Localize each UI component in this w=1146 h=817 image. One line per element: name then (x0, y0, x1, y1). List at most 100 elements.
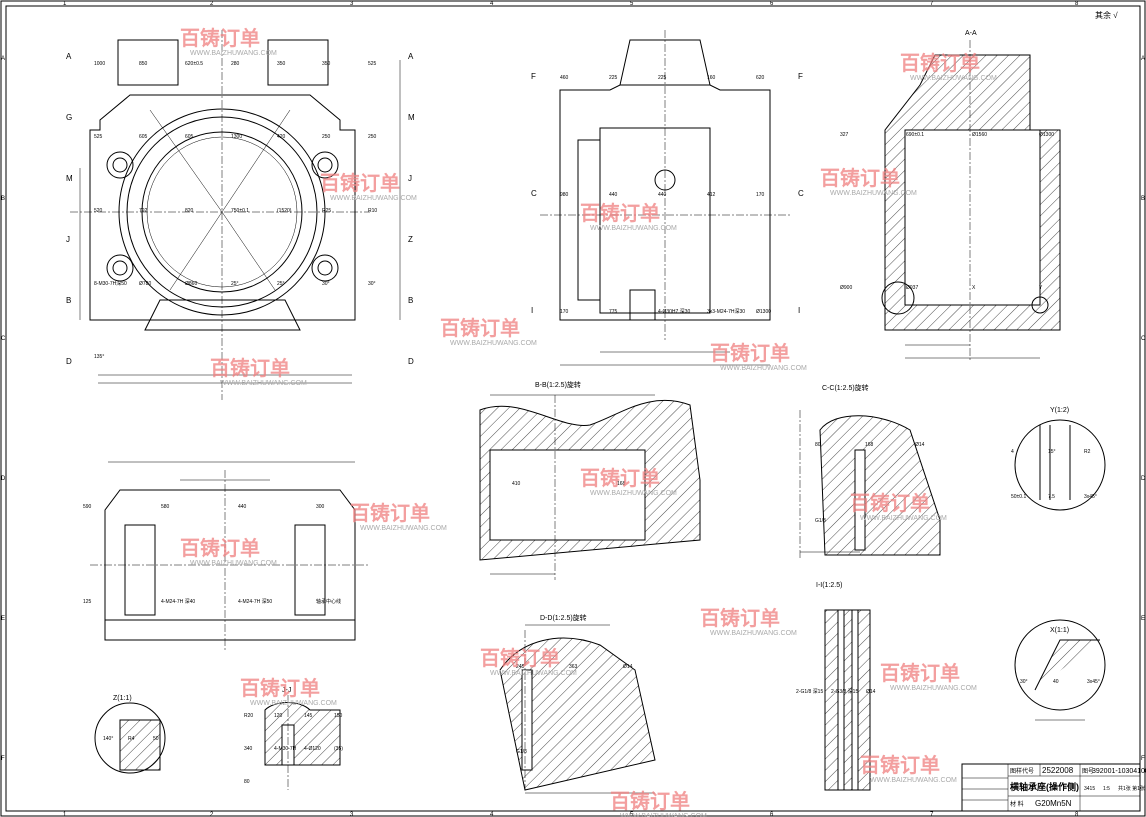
dimension-label: 225 (609, 75, 618, 81)
zone-row-label: D (1, 476, 6, 482)
dimension-label: 30° (322, 281, 330, 287)
dimension-label: G1/8 (516, 749, 527, 755)
section-mark: C (531, 189, 537, 198)
section-ii-title: I-I(1:2.5) (816, 582, 842, 589)
dimension-label: 168 (617, 481, 626, 487)
dimension-label: 80 (244, 779, 250, 785)
zone-row-label: F (1141, 756, 1145, 762)
zone-column-label: 8 (1075, 812, 1079, 817)
watermark-logo: 百铸订单 (580, 466, 660, 490)
section-mark: J (66, 235, 70, 244)
zone-row-label: E (1, 616, 5, 622)
zone-row-label: A (1141, 56, 1145, 62)
drawing-code: 2522008 (1042, 766, 1074, 775)
watermark-url: WWW.BAIZHUWANG.COM (710, 630, 797, 637)
dimension-label: 792 (139, 208, 148, 214)
watermark-url: WWW.BAIZHUWANG.COM (870, 777, 957, 784)
dimension-label: 363 (569, 664, 578, 670)
dimension-label: 3x45° (1087, 679, 1100, 685)
watermark-url: WWW.BAIZHUWANG.COM (890, 685, 977, 692)
dimension-label: 4-Ø30H7 深30 (658, 308, 690, 315)
watermark-logo: 百铸订单 (240, 676, 320, 700)
dimension-label: 145 (304, 713, 313, 719)
dimension-label: 4-Ø120 (304, 746, 321, 752)
dimension-label: 300 (316, 504, 325, 510)
dimension-label: 168 (865, 442, 874, 448)
section-mark: G (66, 113, 72, 122)
dimension-label: 605 (139, 134, 148, 140)
dimension-label: 7.5 (1048, 494, 1055, 500)
dimension-label: Ø1300 (1039, 132, 1054, 138)
section-aa-title: A-A (965, 30, 977, 37)
section-mark: F (531, 72, 536, 81)
watermark-logo: 百铸订单 (710, 341, 790, 365)
zone-column-label: 4 (490, 812, 494, 817)
dimension-label: 250 (368, 134, 377, 140)
detail-z (94, 702, 166, 774)
side-view (540, 30, 790, 366)
dimension-label: 40 (1053, 679, 1059, 685)
zone-column-label: 3 (350, 812, 354, 817)
dimension-label: 525 (368, 61, 377, 67)
roughness-note: 其余 √ (1095, 10, 1118, 20)
zone-row-label: B (1141, 196, 1145, 202)
watermark-logo: 百铸订单 (480, 646, 560, 670)
zone-column-label: 7 (930, 812, 934, 817)
dimension-label: G1/8 (815, 518, 826, 524)
dimension-label: 412 (707, 192, 716, 198)
section-mark: I (531, 306, 533, 315)
section-bb-title: B-B(1:2.5)旋转 (535, 380, 581, 389)
section-mark: D (66, 357, 72, 366)
dimension-label: 440 (658, 192, 667, 198)
dimension-label: 980 (560, 192, 569, 198)
dimension-label: Ø14 (866, 689, 876, 695)
dimension-label: 520 (94, 208, 103, 214)
watermark-logo: 百铸订单 (900, 51, 980, 75)
zone-row-label: A (1, 56, 5, 62)
zone-column-label: 2 (210, 1, 214, 7)
dimension-label: R20 (244, 713, 253, 719)
dimension-label: Ø860 (185, 281, 197, 287)
dimension-label: 4-M24-7H 深40 (161, 598, 195, 605)
dimension-label: 4-M24-7H 深50 (238, 598, 272, 605)
section-mark: J (408, 174, 412, 183)
section-mark: M (408, 113, 415, 122)
dimension-label: 3x3-M24-7H深30 (707, 308, 745, 315)
zone-column-label: 1 (63, 812, 67, 817)
dimension-label: R4 (128, 736, 135, 742)
watermark-url: WWW.BAIZHUWANG.COM (190, 50, 277, 57)
watermark-logo: 百铸订单 (350, 501, 430, 525)
section-mark: I (798, 306, 800, 315)
dimension-label: 440 (238, 504, 247, 510)
dimension-label: Ø14 (915, 442, 925, 448)
dimension-label: 590 (83, 504, 92, 510)
dimension-label: 690±0.1 (906, 132, 924, 138)
watermark-url: WWW.BAIZHUWANG.COM (590, 225, 677, 232)
watermark-url: WWW.BAIZHUWANG.COM (450, 340, 537, 347)
section-j-j (264, 695, 341, 790)
dimension-label: 170 (560, 309, 569, 315)
section-dd-title: D-D(1:2.5)旋转 (540, 613, 587, 622)
watermark-url: WWW.BAIZHUWANG.COM (250, 700, 337, 707)
watermark-logo: 百铸订单 (180, 26, 260, 50)
watermark-logo: 百铸订单 (700, 606, 780, 630)
detail-y-title: Y(1:2) (1050, 407, 1069, 414)
dimension-label: R2 (1084, 449, 1091, 455)
section-mark: D (408, 357, 414, 366)
title-block: 图样代号 2522008 图号 392001-103041001 横轴承座(操作… (961, 763, 1146, 812)
dimension-label: 8-M30-7H深50 (94, 280, 127, 287)
dimension-label: 2-G1/8 深15 (796, 688, 823, 695)
zone-row-label: C (1, 336, 6, 342)
section-mark: B (66, 296, 71, 305)
dimension-label: 170 (756, 192, 765, 198)
dimension-label: 820 (185, 208, 194, 214)
dimension-label: 350 (322, 61, 331, 67)
zone-row-label: D (1141, 476, 1146, 482)
dimension-label: R25 (322, 208, 331, 214)
dimension-label: 1300 (231, 134, 242, 140)
dimension-label: (1520) (277, 208, 292, 214)
dimension-label: R10 (368, 208, 377, 214)
drawing-code-label: 图样代号 (1010, 767, 1034, 775)
watermark-url: WWW.BAIZHUWANG.COM (830, 190, 917, 197)
